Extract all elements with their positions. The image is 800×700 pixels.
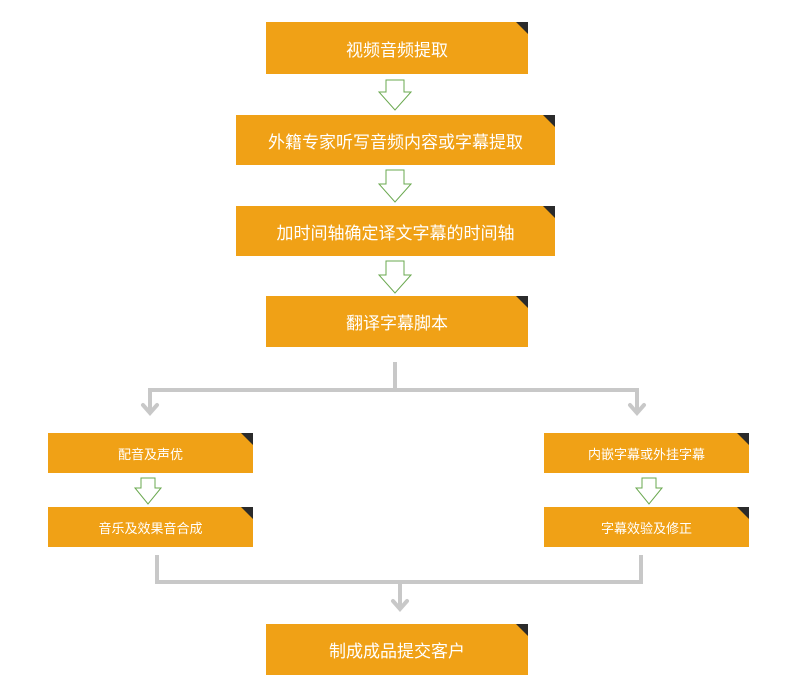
step-subtitle-check: 字幕效验及修正 bbox=[544, 507, 749, 547]
corner-fold bbox=[737, 433, 749, 445]
split-arrow-left bbox=[141, 403, 159, 417]
step-subtitle-embed: 内嵌字幕或外挂字幕 bbox=[544, 433, 749, 473]
step-dictation-label: 外籍专家听写音频内容或字幕提取 bbox=[268, 132, 523, 153]
step-music-mix-label: 音乐及效果音合成 bbox=[98, 521, 203, 537]
corner-fold bbox=[241, 433, 253, 445]
merge-arrow bbox=[391, 599, 409, 613]
corner-fold bbox=[241, 507, 253, 519]
step-music-mix: 音乐及效果音合成 bbox=[48, 507, 253, 547]
step-timeline: 加时间轴确定译文字幕的时间轴 bbox=[236, 206, 555, 256]
down-arrow-right-branch bbox=[634, 477, 664, 505]
down-arrow-3 bbox=[377, 260, 413, 294]
step-subtitle-embed-label: 内嵌字幕或外挂字幕 bbox=[587, 447, 705, 463]
step-dubbing: 配音及声优 bbox=[48, 433, 253, 473]
corner-fold bbox=[516, 22, 528, 34]
merge-connector bbox=[155, 555, 643, 606]
step-deliver-label: 制成成品提交客户 bbox=[329, 642, 465, 662]
step-extract-audio-label: 视频音频提取 bbox=[346, 40, 448, 61]
step-subtitle-check-label: 字幕效验及修正 bbox=[600, 521, 692, 537]
down-arrow-2 bbox=[377, 169, 413, 203]
corner-fold bbox=[543, 115, 555, 127]
split-connector bbox=[148, 362, 639, 412]
step-timeline-label: 加时间轴确定译文字幕的时间轴 bbox=[276, 223, 515, 244]
step-deliver: 制成成品提交客户 bbox=[266, 624, 528, 675]
corner-fold bbox=[516, 296, 528, 308]
step-dubbing-label: 配音及声优 bbox=[117, 447, 183, 463]
corner-fold bbox=[737, 507, 749, 519]
step-extract-audio: 视频音频提取 bbox=[266, 22, 528, 74]
corner-fold bbox=[516, 624, 528, 636]
step-translate: 翻译字幕脚本 bbox=[266, 296, 528, 347]
step-translate-label: 翻译字幕脚本 bbox=[346, 314, 448, 334]
step-dictation: 外籍专家听写音频内容或字幕提取 bbox=[236, 115, 555, 165]
corner-fold bbox=[543, 206, 555, 218]
down-arrow-1 bbox=[377, 79, 413, 111]
split-arrow-right bbox=[628, 403, 646, 417]
down-arrow-left-branch bbox=[133, 477, 163, 505]
